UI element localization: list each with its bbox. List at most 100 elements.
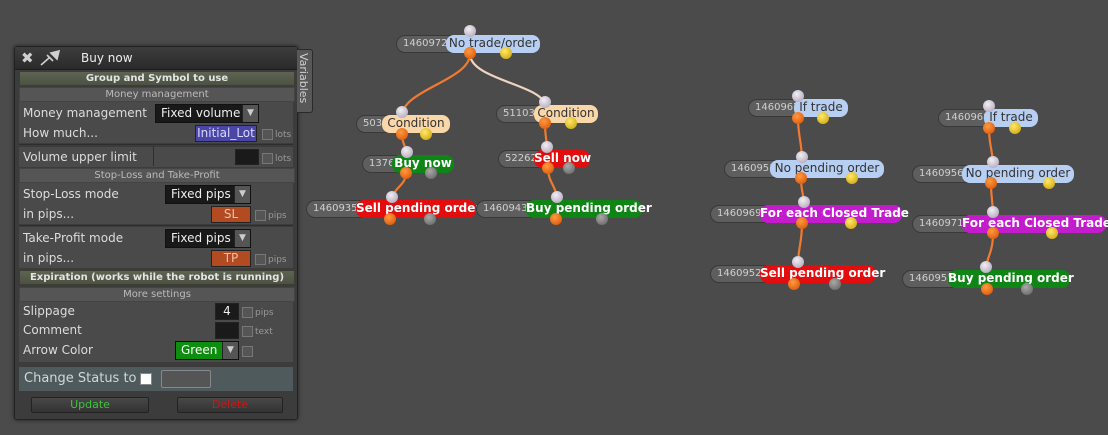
volume-limit-row: Volume upper limit lots <box>19 147 293 167</box>
arrow-color-value: Green <box>181 343 218 357</box>
output-port-false[interactable] <box>565 117 577 129</box>
input-port[interactable] <box>987 156 999 168</box>
arrow-color-checkbox[interactable] <box>242 346 253 357</box>
node-label: Sell pending order <box>356 200 481 218</box>
output-port-error[interactable] <box>829 278 841 290</box>
variables-tab[interactable]: Variables <box>297 49 313 113</box>
output-port[interactable] <box>795 172 807 184</box>
node-label: For each Closed Trade <box>760 205 909 223</box>
input-port[interactable] <box>386 191 398 203</box>
output-port[interactable] <box>987 227 999 239</box>
slippage-checkbox[interactable] <box>242 307 253 318</box>
chevron-down-icon[interactable]: ▼ <box>234 186 250 203</box>
output-port[interactable] <box>550 213 562 225</box>
close-icon[interactable]: ✖ <box>21 49 34 67</box>
output-port-false[interactable] <box>500 47 512 59</box>
wire-1460972-503 <box>400 53 472 117</box>
output-port[interactable] <box>384 213 396 225</box>
output-port[interactable] <box>792 112 804 124</box>
input-port[interactable] <box>980 261 992 273</box>
input-port[interactable] <box>792 90 804 102</box>
money-management-value: Fixed volume <box>161 106 241 120</box>
update-button[interactable]: Update <box>31 397 149 413</box>
delete-button[interactable]: Delete <box>177 397 283 413</box>
output-port-false[interactable] <box>1046 227 1058 239</box>
output-port-error[interactable] <box>1021 283 1033 295</box>
change-status-label: Change Status to <box>24 371 137 386</box>
input-port[interactable] <box>792 256 804 268</box>
output-port[interactable] <box>796 217 808 229</box>
input-port[interactable] <box>798 196 810 208</box>
input-port[interactable] <box>551 191 563 203</box>
output-port-error[interactable] <box>425 167 437 179</box>
volume-upper-limit-input[interactable] <box>235 149 259 165</box>
input-port[interactable] <box>983 100 995 112</box>
node-label: Buy pending order <box>526 200 652 218</box>
input-port[interactable] <box>464 25 476 37</box>
arrow-color-select[interactable]: Green ▼ <box>175 341 239 360</box>
output-port[interactable] <box>983 122 995 134</box>
node-id: 1460971 <box>912 215 968 233</box>
chevron-down-icon[interactable]: ▼ <box>222 342 238 359</box>
node-id: 1376 <box>362 155 398 173</box>
take-profit-mode-value: Fixed pips <box>171 231 231 245</box>
section-expiration[interactable]: Expiration (works while the robot is run… <box>19 270 295 285</box>
output-port-error[interactable] <box>596 213 608 225</box>
slippage-label: Slippage <box>23 304 75 318</box>
chevron-down-icon[interactable]: ▼ <box>234 230 250 247</box>
output-port-error[interactable] <box>563 162 575 174</box>
slippage-unit: pips <box>255 308 274 318</box>
node-id: 1460956 <box>912 165 968 183</box>
volume-upper-limit-label: Volume upper limit <box>23 150 137 164</box>
section-more-settings: More settings <box>19 287 295 302</box>
output-port[interactable] <box>400 167 412 179</box>
output-port[interactable] <box>542 162 554 174</box>
take-profit-group: Take-Profit mode Fixed pips ▼ in pips...… <box>19 227 293 268</box>
node-id: 503 <box>356 115 388 133</box>
node-id: 1460943 <box>476 200 532 218</box>
volume-upper-limit-checkbox[interactable] <box>262 153 273 164</box>
output-port[interactable] <box>539 117 551 129</box>
change-status-select[interactable] <box>161 370 211 388</box>
divider <box>19 144 293 145</box>
output-port-false[interactable] <box>1043 177 1055 189</box>
input-port[interactable] <box>796 151 808 163</box>
how-much-checkbox[interactable] <box>262 129 273 140</box>
output-port[interactable] <box>981 283 993 295</box>
stop-loss-mode-select[interactable]: Fixed pips ▼ <box>165 185 251 204</box>
section-money-management: Money management <box>19 87 295 102</box>
change-status-checkbox[interactable] <box>140 373 152 385</box>
tp-pips-checkbox[interactable] <box>255 254 266 265</box>
node-id: 1460952 <box>710 265 766 283</box>
money-management-group: Money management Fixed volume ▼ How much… <box>19 102 293 143</box>
sl-pips-input[interactable]: SL <box>211 206 251 223</box>
pin-icon[interactable] <box>39 49 63 71</box>
how-much-input[interactable]: Initial_Lot <box>195 125 257 142</box>
input-port[interactable] <box>541 141 553 153</box>
output-port-false[interactable] <box>1009 122 1021 134</box>
output-port-error[interactable] <box>424 213 436 225</box>
output-port[interactable] <box>396 128 408 140</box>
sl-pips-checkbox[interactable] <box>255 210 266 221</box>
output-port[interactable] <box>464 47 476 59</box>
take-profit-mode-select[interactable]: Fixed pips ▼ <box>165 229 251 248</box>
input-port[interactable] <box>401 146 413 158</box>
chevron-down-icon[interactable]: ▼ <box>242 105 258 122</box>
output-port[interactable] <box>985 177 997 189</box>
tp-pips-input[interactable]: TP <box>211 250 251 267</box>
section-group-symbol[interactable]: Group and Symbol to use <box>19 71 295 86</box>
output-port-false[interactable] <box>845 217 857 229</box>
input-port[interactable] <box>396 106 408 118</box>
input-port[interactable] <box>987 206 999 218</box>
slippage-input[interactable]: 4 <box>215 303 239 320</box>
output-port[interactable] <box>788 278 800 290</box>
output-port-false[interactable] <box>420 128 432 140</box>
input-port[interactable] <box>539 96 551 108</box>
output-port-false[interactable] <box>846 172 858 184</box>
output-port-false[interactable] <box>817 112 829 124</box>
comment-checkbox[interactable] <box>242 326 253 337</box>
node-label: Buy pending order <box>948 270 1074 288</box>
section-sl-tp[interactable]: Stop-Loss and Take-Profit <box>19 168 295 183</box>
comment-input[interactable] <box>215 322 239 339</box>
money-management-select[interactable]: Fixed volume ▼ <box>155 104 259 123</box>
